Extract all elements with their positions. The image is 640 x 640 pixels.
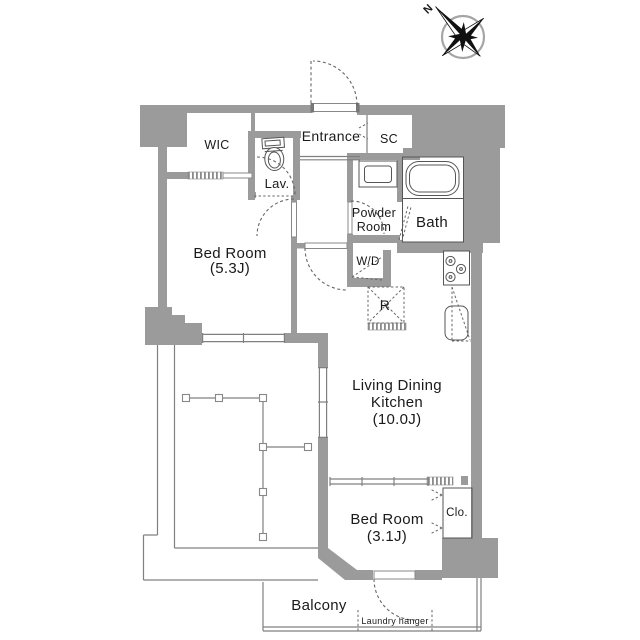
walls (140, 105, 505, 580)
compass-icon: N (421, 2, 486, 60)
closet-label: Clo. (446, 507, 468, 519)
bath-room (402, 156, 464, 243)
balcony-label: Balcony (291, 597, 347, 614)
balcony-outline (262, 578, 482, 632)
refrigerator-space (367, 286, 405, 324)
bath-label: Bath (416, 214, 448, 231)
lavatory-label: Lav. (265, 176, 290, 191)
ldk-label-3: (10.0J) (373, 411, 422, 428)
sc-label: SC (380, 132, 398, 146)
laundry-hanger-marks (357, 610, 433, 631)
fixtures (261, 136, 473, 539)
ldk-label-2: Kitchen (371, 394, 423, 411)
closet-box (442, 487, 473, 539)
adjacent-structure (142, 345, 318, 581)
toilet-icon (261, 136, 286, 171)
bedroom-main-label-1: Bed Room (193, 245, 266, 262)
bedroom-small-label-2: (3.1J) (367, 528, 407, 545)
laundry-hanger-label: Laundry hanger (361, 616, 428, 626)
wic-label: WIC (204, 138, 229, 152)
ldk-label-1: Living Dining (352, 377, 442, 394)
compass-north-label: N (421, 2, 435, 16)
bedroom-main-label-2: (5.3J) (210, 260, 250, 277)
vanity-icon (358, 160, 398, 188)
washer-dryer-label: W/D (356, 256, 379, 268)
bedroom-small-label-1: Bed Room (350, 511, 423, 528)
powder-room-label-2: Room (357, 220, 392, 234)
refrigerator-label: R (380, 297, 390, 313)
kitchen-icons (443, 250, 471, 342)
entrance-step (300, 155, 360, 161)
windows (202, 333, 328, 438)
door-arcs (254, 60, 416, 621)
sliding-door (329, 477, 429, 486)
door-marks (351, 122, 443, 535)
powder-room-label-1: Powder (352, 206, 396, 220)
door-leaves (291, 103, 416, 580)
entrance-label: Entrance (302, 128, 360, 144)
sliding-hatch (187, 171, 454, 486)
labels: WIC Entrance SC Lav. Powder Room Bath W/… (193, 128, 467, 626)
